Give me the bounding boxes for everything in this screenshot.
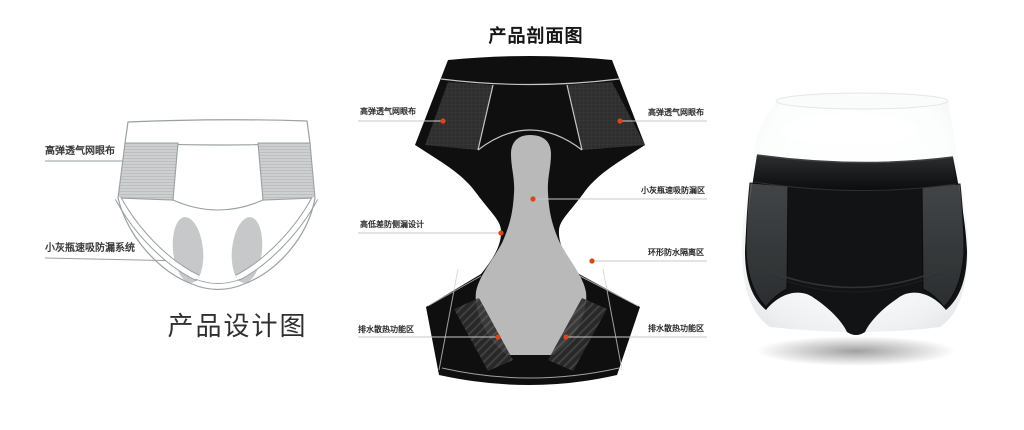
- seam-lines: [440, 78, 620, 151]
- product-cross-section-diagram: [358, 56, 707, 385]
- cs-callout-mesh-right: 高弹透气网眼布: [648, 108, 704, 117]
- sketch-crotch-seam: [194, 278, 242, 284]
- cs-callout-side-leak: 高低差防侧漏设计: [360, 220, 424, 229]
- cs-callout-mesh-left: 高弹透气网眼布: [360, 107, 416, 116]
- marker-dot: [530, 196, 536, 202]
- drainage-strip-right: [548, 298, 607, 371]
- cs-callout-drain-left: 排水散热功能区: [358, 325, 414, 334]
- product-design-drawing: [44, 119, 319, 291]
- photo-floor-shadow: [756, 336, 956, 366]
- sketch-outline: [117, 197, 316, 291]
- marker-dot: [589, 258, 595, 264]
- design-callout-mesh: 高弹透气网眼布: [45, 146, 115, 157]
- marker-dots: [440, 118, 623, 340]
- back-seam-lines: [427, 268, 639, 379]
- marker-dot: [617, 118, 623, 124]
- product-photo: [742, 92, 968, 366]
- photo-briefs-body: [745, 155, 967, 335]
- photo-mesh-panel-right: [921, 183, 965, 308]
- photo-front-seam-shadow: [769, 272, 942, 293]
- photo-waistband-top-edge: [756, 154, 954, 164]
- mesh-panel-left: [425, 82, 493, 150]
- cross-section-title: 产品剖面图: [488, 26, 584, 46]
- mesh-panel-right: [567, 82, 645, 150]
- cs-callout-waterproof-ring: 环形防水隔离区: [648, 248, 704, 257]
- sketch-leg-bands: [114, 196, 319, 282]
- marker-dot: [563, 334, 569, 340]
- sketch-mesh-panel-left: [117, 142, 179, 201]
- mannequin-highlight: [782, 114, 918, 146]
- leader-lines: [358, 120, 707, 338]
- marker-dot: [498, 230, 504, 236]
- photo-mesh-panel-left: [745, 182, 789, 308]
- photo-waistband: [754, 155, 956, 191]
- sketch-front-seam: [172, 199, 264, 211]
- leader-line: [44, 257, 188, 262]
- marker-dot: [440, 118, 446, 124]
- mannequin-waist-rim: [775, 92, 949, 110]
- photo-front-seam: [767, 268, 944, 289]
- marker-dot: [495, 334, 501, 340]
- drainage-strip-left: [454, 298, 513, 371]
- design-caption: 产品设计图: [167, 311, 308, 341]
- sketch-waistband: [124, 119, 311, 146]
- photo-waistband-seam: [753, 181, 957, 192]
- cs-callout-absorb-zone: 小灰瓶速吸防漏区: [641, 186, 705, 195]
- cs-callout-drain-right: 排水散热功能区: [648, 324, 704, 333]
- sketch-mesh-panel-right: [257, 142, 316, 201]
- absorbent-pad: [475, 135, 587, 355]
- design-callout-absorb-system: 小灰瓶速吸防漏系统: [45, 243, 135, 254]
